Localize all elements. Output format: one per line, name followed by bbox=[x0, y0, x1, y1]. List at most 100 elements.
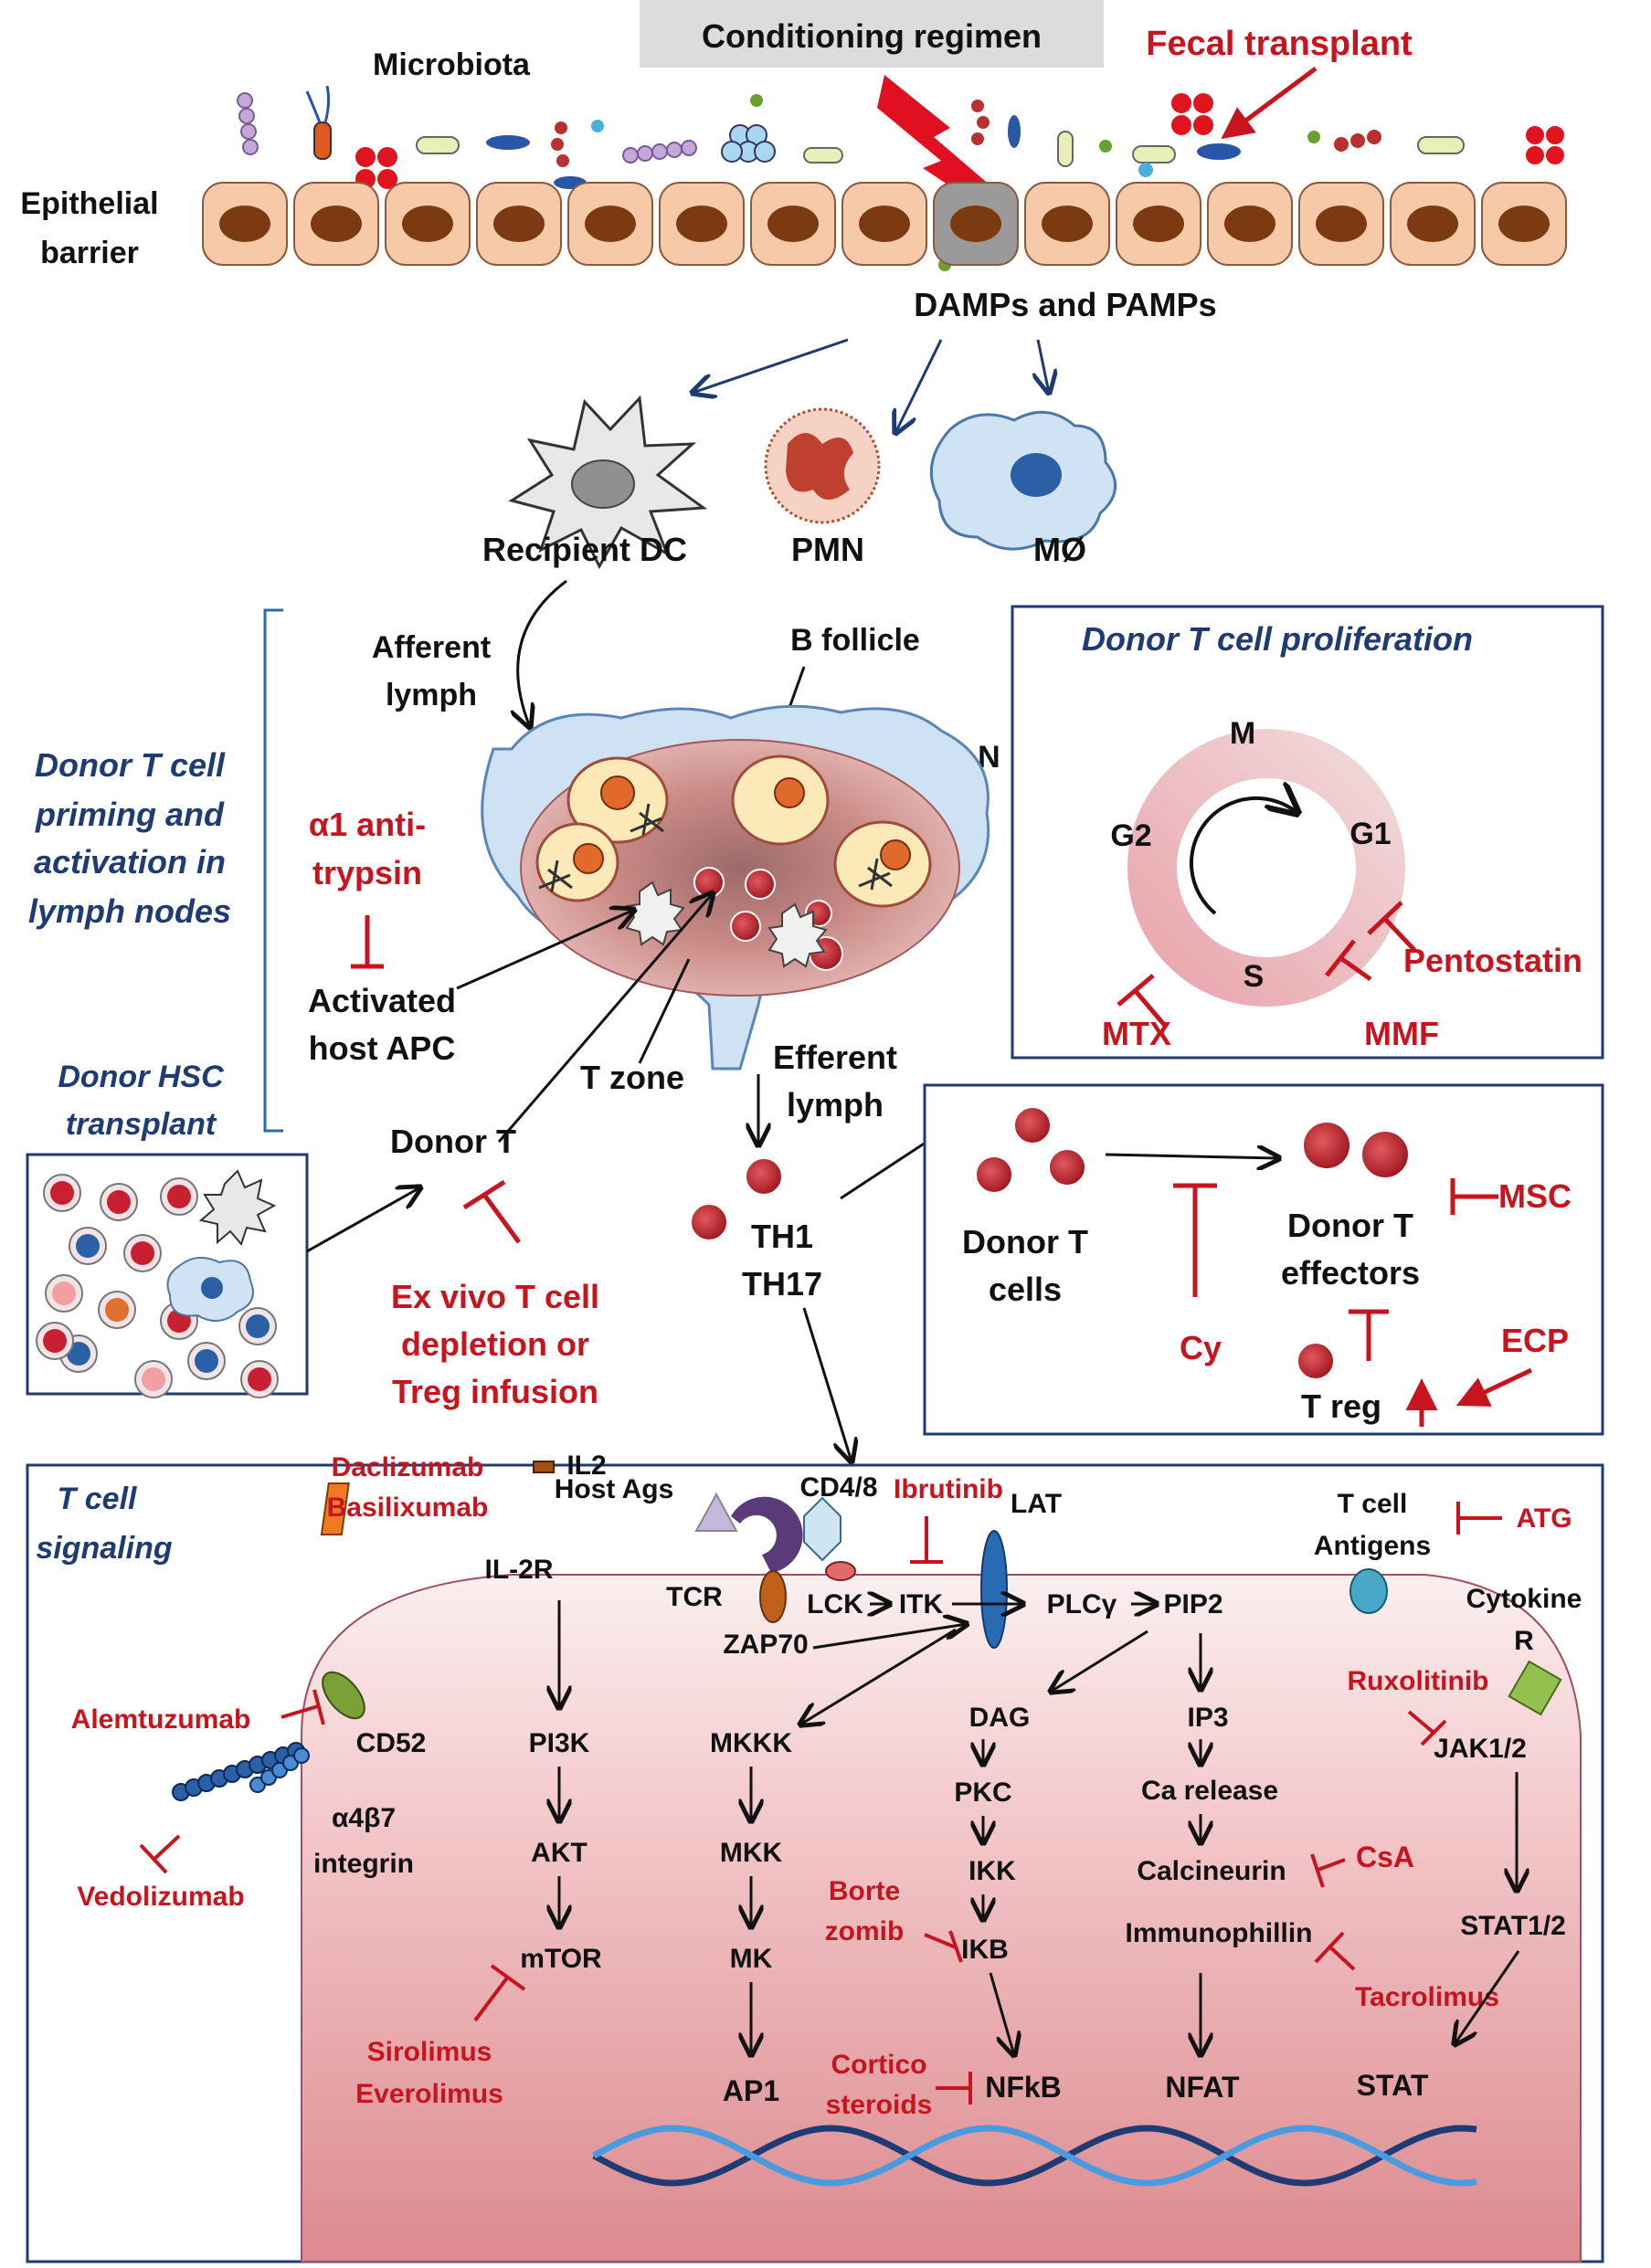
inhibitor-csa bbox=[1310, 1853, 1346, 1888]
inhibitor-pentostatin bbox=[1367, 901, 1416, 952]
everolimus-label: Everolimus bbox=[355, 2079, 503, 2109]
afferent-lymph-line1: Afferent bbox=[372, 630, 491, 665]
hsc-cell bbox=[100, 1183, 138, 1221]
cytokine-r-line1: Cytokine bbox=[1466, 1584, 1582, 1614]
mtor-label: mTOR bbox=[520, 1944, 602, 1974]
ecp-label: ECP bbox=[1501, 1322, 1569, 1359]
inhibitor-mtx bbox=[1117, 974, 1168, 1029]
cd52-label: CD52 bbox=[356, 1728, 427, 1758]
atg-label: ATG bbox=[1516, 1503, 1572, 1534]
inhibitor-atg bbox=[1456, 1502, 1502, 1535]
hsc-cell bbox=[240, 1360, 279, 1398]
bortezomib-line2: zomib bbox=[825, 1916, 905, 1946]
phase-m: M bbox=[1230, 716, 1255, 751]
th1-label: TH1 bbox=[751, 1218, 813, 1255]
arrow-ikb-nfkb bbox=[989, 1972, 1014, 2055]
macrophage-label: MØ bbox=[1033, 531, 1086, 568]
pip2-label: PIP2 bbox=[1163, 1589, 1222, 1619]
exvivo-line1: Ex vivo T cell bbox=[391, 1278, 599, 1315]
epithelial-cell bbox=[1481, 182, 1567, 266]
arrow-zap70-lat bbox=[812, 1624, 967, 1650]
pmn-label: PMN bbox=[791, 531, 864, 568]
ln-t-cells bbox=[693, 867, 843, 971]
stat-label: STAT bbox=[1357, 2069, 1429, 2102]
corticosteroids-line2: steroids bbox=[826, 2090, 933, 2120]
microbiota-icons bbox=[237, 85, 1566, 271]
dna-helix-icon bbox=[592, 2125, 1477, 2187]
inhibitor-tacrolimus bbox=[1314, 1931, 1356, 1971]
zap70-icon bbox=[759, 1570, 787, 1623]
inhibitor-bortezomib bbox=[924, 1930, 963, 1963]
treg-label: T reg bbox=[1301, 1387, 1381, 1425]
mk-label: MK bbox=[730, 1944, 773, 1974]
ip3-label: IP3 bbox=[1187, 1703, 1228, 1733]
pentostatin-label: Pentostatin bbox=[1403, 942, 1582, 979]
ikb-label: IKB bbox=[961, 1935, 1009, 1965]
hsc-cell bbox=[134, 1360, 173, 1398]
cd48-label: CD4/8 bbox=[799, 1472, 877, 1503]
epithelial-cell bbox=[750, 182, 836, 266]
plcg-label: PLCγ bbox=[1047, 1589, 1117, 1619]
daclizumab-label: Daclizumab bbox=[332, 1452, 484, 1482]
jak-label: JAK1/2 bbox=[1434, 1734, 1527, 1764]
b-follicle-label: B follicle bbox=[790, 623, 920, 658]
alpha1-antitrypsin-line2: trypsin bbox=[312, 854, 422, 891]
inhibitor-mmf bbox=[1325, 939, 1372, 982]
arrow-damps-to-macrophage bbox=[1038, 339, 1049, 393]
nfkb-label: NFkB bbox=[985, 2071, 1062, 2104]
donor-t-effectors-line1: Donor T bbox=[1287, 1207, 1413, 1244]
fecal-transplant-label: Fecal transplant bbox=[1146, 25, 1413, 63]
afferent-lymph-line2: lymph bbox=[386, 678, 477, 712]
dag-label: DAG bbox=[969, 1703, 1031, 1733]
activated-apc-line1: Activated bbox=[308, 982, 456, 1019]
exvivo-line2: depletion or bbox=[401, 1325, 589, 1363]
proliferation-title: Donor T cell proliferation bbox=[1082, 620, 1473, 658]
phase-s: S bbox=[1244, 959, 1265, 994]
inhibitor-ruxolitinib bbox=[1407, 1710, 1447, 1746]
ruxolitinib-label: Ruxolitinib bbox=[1348, 1666, 1489, 1696]
nfat-label: NFAT bbox=[1165, 2071, 1240, 2104]
apc-icon-2 bbox=[767, 902, 828, 968]
hsc-title-line2: transplant bbox=[66, 1107, 217, 1142]
efferent-lymph-line2: lymph bbox=[787, 1086, 884, 1123]
ikk-label: IKK bbox=[968, 1856, 1016, 1886]
vedolizumab-label: Vedolizumab bbox=[77, 1882, 244, 1912]
bortezomib-line1: Borte bbox=[829, 1876, 900, 1906]
epithelial-barrier bbox=[202, 182, 1567, 266]
arrow-t-to-effectors bbox=[1105, 1155, 1279, 1158]
csa-label: CsA bbox=[1356, 1841, 1414, 1873]
priming-section-line1: Donor T cell bbox=[35, 746, 226, 784]
activated-apc-line2: host APC bbox=[309, 1029, 456, 1067]
arrow-damps-to-dc bbox=[693, 338, 849, 393]
phase-g1: G1 bbox=[1349, 817, 1391, 851]
fecal-transplant-arrow bbox=[1221, 66, 1318, 140]
tcell-antigens-line1: T cell bbox=[1338, 1489, 1408, 1519]
ca-release-label: Ca release bbox=[1141, 1776, 1278, 1806]
mmf-label: MMF bbox=[1364, 1015, 1439, 1052]
epithelial-cell bbox=[1116, 182, 1201, 266]
tcr-label: TCR bbox=[666, 1582, 723, 1612]
alemtuzumab-label: Alemtuzumab bbox=[71, 1704, 251, 1735]
hsc-cell bbox=[187, 1342, 226, 1380]
basiliximab-label: Basilixumab bbox=[327, 1493, 489, 1523]
signaling-title-line1: T cell bbox=[58, 1482, 138, 1516]
inhibitor-exvivo bbox=[462, 1179, 522, 1244]
arrow-dc-to-ln bbox=[518, 579, 567, 727]
microbiota-label: Microbiota bbox=[373, 47, 531, 82]
il2-label: IL2 bbox=[566, 1450, 606, 1481]
msc-label: MSC bbox=[1498, 1177, 1572, 1215]
tcell-antigens-line2: Antigens bbox=[1314, 1531, 1431, 1561]
epithelial-cell bbox=[385, 182, 471, 266]
itk-label: ITK bbox=[899, 1589, 944, 1619]
epithelial-cell bbox=[293, 182, 379, 266]
epithelial-cell bbox=[476, 182, 562, 266]
inhibitor-cy bbox=[1173, 1183, 1217, 1297]
lat-icon bbox=[980, 1530, 1008, 1649]
hsc-cell bbox=[238, 1307, 277, 1345]
hsc-cell bbox=[45, 1274, 83, 1313]
arrow-hsc-to-donor-t bbox=[306, 1187, 420, 1253]
corticosteroids-line1: Cortico bbox=[831, 2050, 927, 2080]
priming-section-line3: activation in bbox=[34, 843, 226, 881]
hsc-cell bbox=[69, 1227, 107, 1265]
